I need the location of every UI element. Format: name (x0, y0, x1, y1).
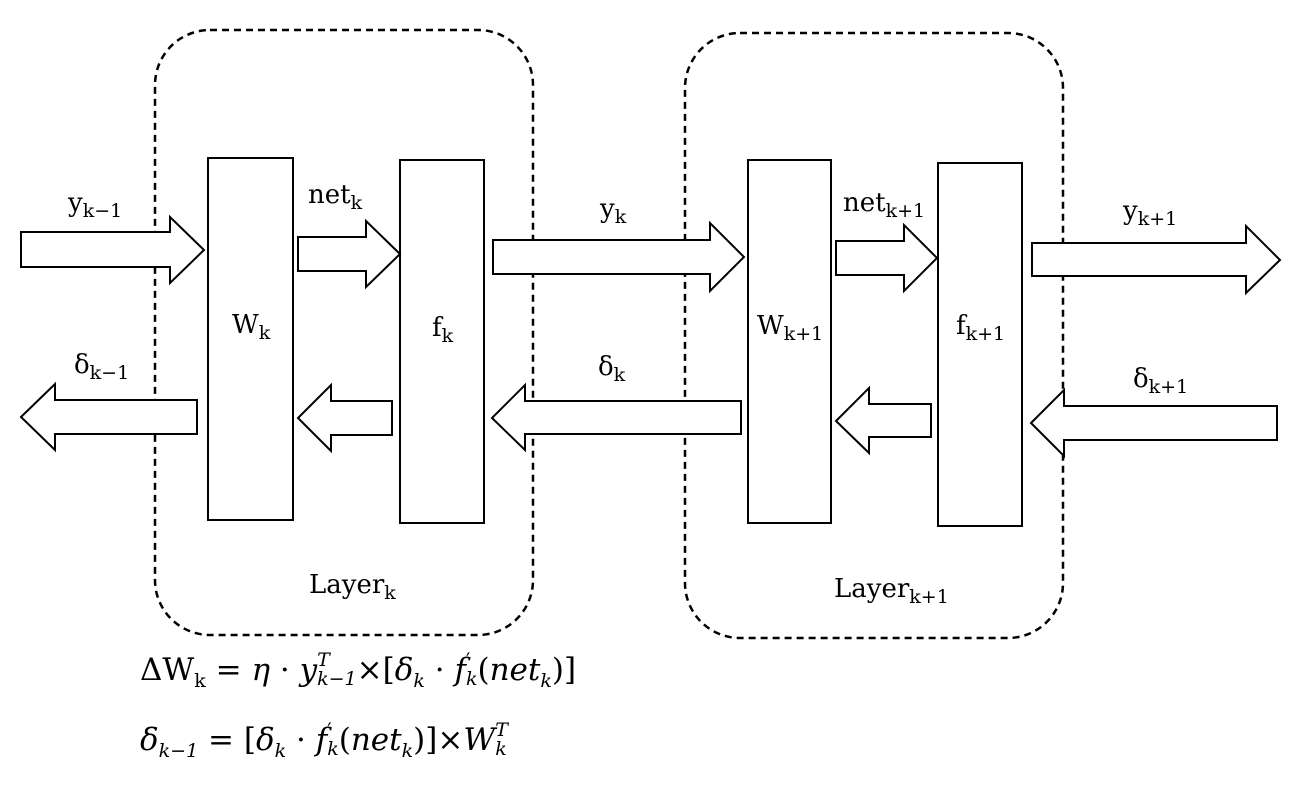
backward-arrow-delta-k (490, 382, 742, 453)
weight-k1-label: Wk+1 (757, 311, 823, 345)
backward-arrow-delta-km1 (19, 381, 198, 453)
activation-k-label: fk (432, 313, 454, 347)
signal-net-k: netk (308, 180, 363, 214)
activation-block-k (399, 159, 485, 524)
weight-block-k (207, 157, 294, 521)
activation-k1-label: fk+1 (956, 311, 1005, 345)
layer-k1-boundary (683, 31, 1065, 640)
layer-k1-label: Layerk+1 (834, 574, 949, 608)
layer-k-boundary (153, 28, 535, 637)
signal-y-km1: yk−1 (67, 188, 122, 222)
backward-arrow-k-inner (296, 382, 393, 454)
signal-delta-k: δk (598, 352, 626, 386)
weight-k-label: Wk (232, 310, 271, 344)
signal-delta-k1: δk+1 (1133, 364, 1188, 398)
signal-y-k1: yk+1 (1122, 196, 1177, 230)
forward-arrow-net-k (297, 218, 402, 290)
backward-arrow-delta-k1 (1029, 387, 1278, 459)
forward-arrow-y-k (492, 220, 746, 294)
signal-y-k: yk (599, 194, 627, 228)
forward-arrow-y-k1 (1031, 223, 1282, 296)
forward-arrow-y-km1 (20, 214, 206, 286)
layer-k-label: Layerk (309, 570, 396, 604)
weight-block-k1 (747, 159, 832, 524)
forward-arrow-net-k1 (835, 222, 939, 294)
signal-delta-km1: δk−1 (74, 350, 129, 384)
signal-net-k1: netk+1 (843, 188, 925, 222)
activation-block-k1 (937, 162, 1023, 527)
backward-arrow-k1-inner (834, 385, 932, 456)
